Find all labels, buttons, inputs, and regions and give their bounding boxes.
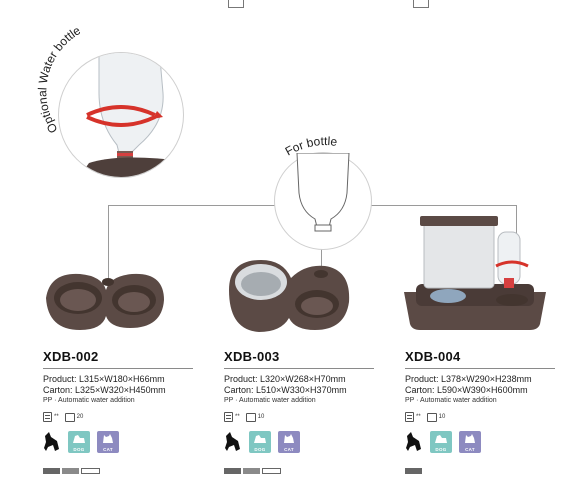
product-card-xdb-002: XDB-002 Product: L315×W180×H66mm Carton:… [43,349,193,474]
packing-info: ** 20 [43,411,193,423]
packing-info: ** 10 [405,411,555,423]
divider [405,368,555,369]
material-note: PP · Automatic water addition [224,397,316,404]
carton-dimensions: Carton: L325×W320×H450mm [43,385,166,395]
carton-qty: 10 [257,414,265,420]
color-swatches [224,468,374,474]
divider [224,368,374,369]
pack-icon [43,412,52,422]
product-dimensions: Product: L378×W290×H238mm [405,374,532,384]
xdb-002-image [46,273,164,330]
carton-qty: 20 [76,414,84,420]
swatch-dark-gray [43,468,60,474]
model-name: XDB-002 [43,349,99,364]
cat-badge: CAT [278,431,300,453]
top-box-left [228,0,244,8]
connector-left [108,205,275,206]
pack-icon [224,412,233,422]
connector-left-drop [108,205,109,280]
divider [43,368,193,369]
connector-right-drop [516,205,517,250]
cat-badge: CAT [459,431,481,453]
pack-icon [405,412,414,422]
pet-silhouette-icon [225,432,240,451]
product-card-xdb-004: XDB-004 Product: L378×W290×H238mm Carton… [405,349,555,474]
bottle-detail-inset [58,52,184,178]
bottle-outline-circle [274,152,372,250]
model-name: XDB-004 [405,349,461,364]
color-swatches [43,468,193,474]
packing-info: ** 10 [224,411,374,423]
swatch-gray [243,468,260,474]
connector-right [369,205,516,206]
product-dimensions: Product: L315×W180×H66mm [43,374,165,384]
carton-icon [245,412,256,422]
carton-icon [64,412,75,422]
pet-badges: DOG CAT [405,430,555,454]
cat-badge: CAT [97,431,119,453]
pet-silhouette-icon [44,432,59,451]
product-dimensions: Product: L320×W268×H70mm [224,374,346,384]
top-box-right [413,0,429,8]
swatch-dark-gray [224,468,241,474]
material-note: PP · Automatic water addition [43,397,135,404]
swatch-gray [62,468,79,474]
pack-qty: ** [416,414,421,420]
xdb-003-image [229,260,350,332]
inset-caption: Optional Water bottle [35,23,83,136]
dog-badge: DOG [430,431,452,453]
carton-qty: 10 [438,414,446,420]
xdb-004-image [404,216,546,330]
pet-badges: DOG CAT [43,430,193,454]
carton-icon [426,412,437,422]
dog-badge: DOG [249,431,271,453]
carton-dimensions: Carton: L510×W330×H370mm [224,385,347,395]
color-swatches [405,468,555,474]
swatch-white [81,468,100,474]
swatch-white [262,468,281,474]
carton-dimensions: Carton: L590×W390×H600mm [405,385,528,395]
model-name: XDB-003 [224,349,280,364]
product-card-xdb-003: XDB-003 Product: L320×W268×H70mm Carton:… [224,349,374,474]
material-note: PP · Automatic water addition [405,397,497,404]
connector-center-drop [321,247,322,282]
dog-badge: DOG [68,431,90,453]
pack-qty: ** [54,414,59,420]
pet-badges: DOG CAT [224,430,374,454]
svg-text:Optional Water bottle: Optional Water bottle [35,23,83,136]
swatch-dark-gray [405,468,422,474]
pack-qty: ** [235,414,240,420]
pet-silhouette-icon [406,432,421,451]
